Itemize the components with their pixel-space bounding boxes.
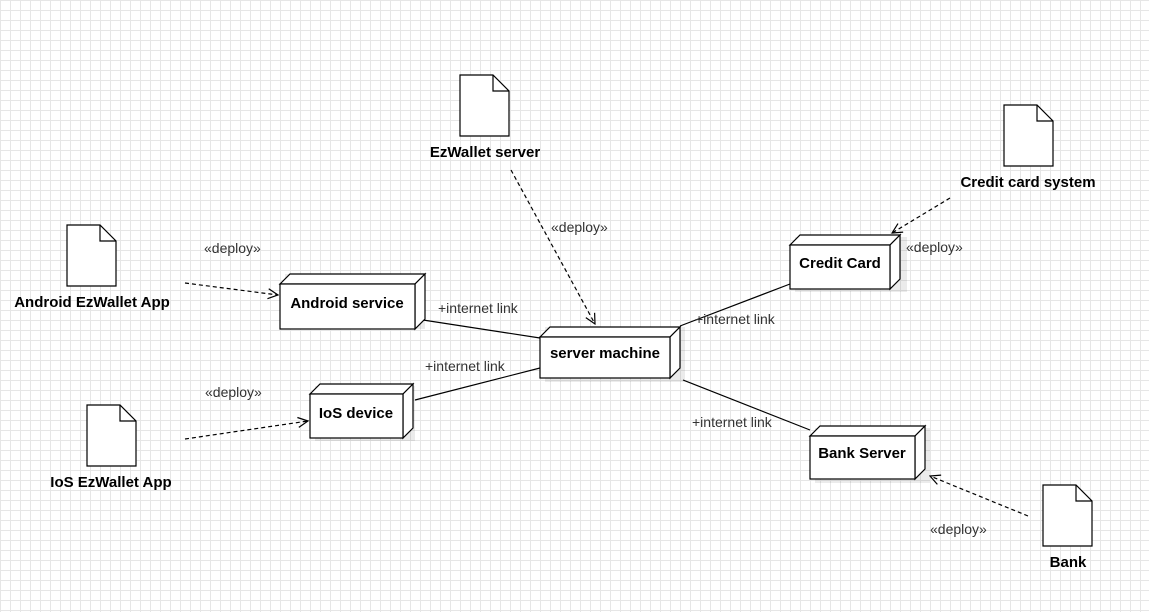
document-icon xyxy=(1042,484,1093,547)
artifact-label-ios-app: IoS EzWallet App xyxy=(50,474,171,491)
node-bank-server[interactable]: Bank Server xyxy=(808,424,930,483)
artifact-ezwallet-server[interactable]: EzWallet server xyxy=(430,74,540,161)
deploy-label-android: «deploy» xyxy=(204,240,261,256)
internet-links xyxy=(409,283,811,431)
document-icon xyxy=(1003,104,1054,167)
internet-link-label-android: +internet link xyxy=(438,300,519,316)
deploy-arrow-creditcard xyxy=(892,197,951,233)
artifact-ios-app[interactable]: IoS EzWallet App xyxy=(50,404,172,491)
link-server-creditcard xyxy=(679,283,791,327)
node-label-server-machine: server machine xyxy=(550,345,660,362)
node-credit-card[interactable]: Credit Card xyxy=(788,233,907,292)
document-icon xyxy=(66,224,117,287)
node-server-machine[interactable]: server machine xyxy=(538,325,685,382)
internet-link-label-ios: +internet link xyxy=(425,358,506,374)
deploy-arrow-ios xyxy=(184,421,308,440)
node-label-ios-device: IoS device xyxy=(319,405,393,422)
link-ios-server xyxy=(414,367,541,401)
artifact-label-bank: Bank xyxy=(1050,554,1087,571)
document-icon xyxy=(459,74,510,137)
artifact-android-app[interactable]: Android EzWallet App xyxy=(14,224,170,311)
node-label-credit-card: Credit Card xyxy=(799,255,881,272)
deploy-dependencies xyxy=(184,169,1029,517)
internet-link-label-creditcard: +internet link xyxy=(695,311,776,327)
link-server-bank xyxy=(682,379,811,431)
deploy-label-bank: «deploy» xyxy=(930,521,987,537)
deploy-label-ios: «deploy» xyxy=(205,384,262,400)
artifact-label-credit-card-system: Credit card system xyxy=(960,174,1095,191)
node-ios-device[interactable]: IoS device xyxy=(308,382,415,441)
internet-link-label-bank: +internet link xyxy=(692,414,773,430)
document-icon xyxy=(86,404,137,467)
artifact-label-ezwallet-server: EzWallet server xyxy=(430,144,540,161)
link-android-server xyxy=(409,317,541,339)
node-label-bank-server: Bank Server xyxy=(818,445,906,462)
deploy-arrow-bank xyxy=(930,476,1029,517)
deploy-label-ezwallet: «deploy» xyxy=(551,219,608,235)
artifact-label-android-app: Android EzWallet App xyxy=(14,294,170,311)
node-label-android-service: Android service xyxy=(290,295,403,312)
deploy-label-creditcard: «deploy» xyxy=(906,239,963,255)
artifact-bank[interactable]: Bank xyxy=(1042,484,1093,571)
node-android-service[interactable]: Android service xyxy=(278,272,427,331)
deploy-arrow-ezwallet xyxy=(510,169,595,324)
deploy-arrow-android xyxy=(184,282,278,295)
artifact-credit-card-system[interactable]: Credit card system xyxy=(960,104,1096,191)
